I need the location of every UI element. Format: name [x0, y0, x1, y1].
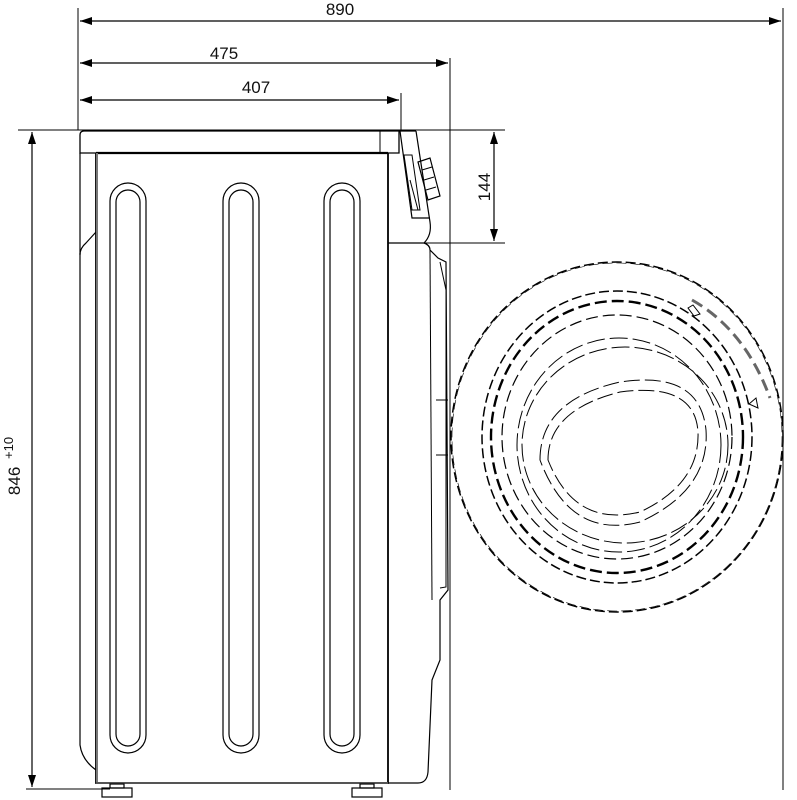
dim-label-890: 890	[326, 0, 354, 19]
dim-label-846: 846	[5, 467, 24, 495]
dim-tolerance: +10	[1, 437, 16, 459]
dim-label-475: 475	[210, 44, 238, 63]
machine-body	[79, 130, 449, 798]
dimension-407: 407	[80, 78, 399, 104]
feet	[101, 783, 383, 798]
dim-label-144: 144	[475, 173, 494, 201]
dimension-475: 475	[80, 44, 448, 67]
dim-label-407: 407	[242, 78, 270, 97]
svg-text:846 +10: 846 +10	[1, 437, 24, 495]
side-ribs	[109, 182, 361, 754]
extension-lines	[18, 8, 784, 790]
dimension-846: 846 +10	[1, 132, 36, 787]
door-swing-outline	[450, 261, 784, 613]
dimension-144: 144	[475, 132, 498, 241]
dimension-890: 890	[80, 0, 781, 25]
